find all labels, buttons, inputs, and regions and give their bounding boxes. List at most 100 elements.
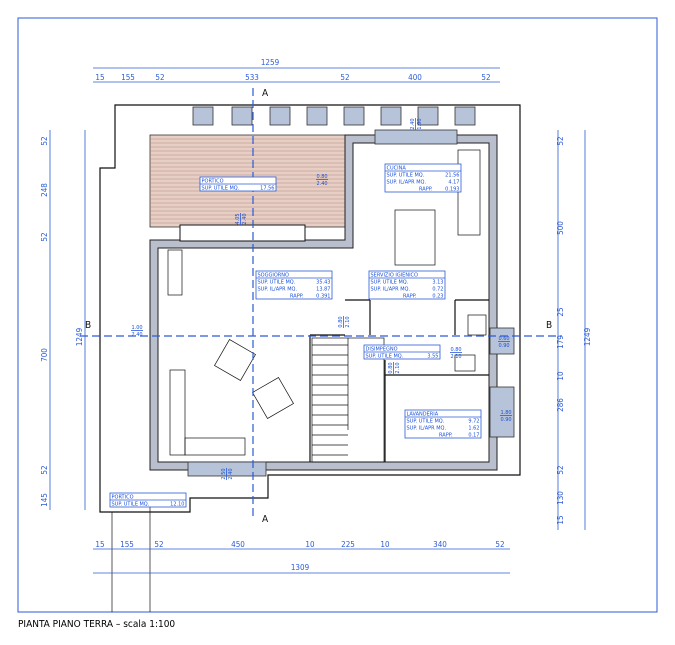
- room-field-value: 0.391: [316, 294, 330, 300]
- dimension-label: 52: [481, 73, 490, 82]
- dimension-label: 52: [495, 540, 504, 549]
- interior-walls: [309, 299, 489, 462]
- room-field-label: SUP. IL/APR MQ.: [407, 426, 447, 432]
- opening-width: 0.60: [498, 336, 509, 342]
- opening-height: 0.90: [498, 343, 509, 349]
- room-field-value: 12.10: [170, 502, 184, 508]
- room-field-label: SUP. IL/APR MQ.: [387, 180, 427, 186]
- dimension-label: 52: [340, 73, 349, 82]
- room-field-value: 3.13: [432, 280, 443, 286]
- drawing-frame: [17, 17, 658, 613]
- dimension-label: 52: [40, 136, 49, 145]
- opening-disimpegno-door: 0.802.10: [450, 347, 462, 360]
- dimension-label: 130: [556, 491, 565, 505]
- dimension-label: 52: [154, 540, 163, 549]
- dimension-label: 400: [408, 73, 422, 82]
- room-name: PORTICO: [112, 495, 134, 501]
- room-field-label: SUP. UTILE MQ.: [387, 173, 425, 179]
- dimension-label: 25: [556, 307, 565, 316]
- room-field-label: SUP. UTILE MQ.: [258, 280, 296, 286]
- room-field-value: 9.72: [468, 419, 479, 425]
- dimension-label: 10: [380, 540, 390, 549]
- room-field-value: 0.193: [445, 187, 459, 193]
- opening-height: 2.10: [450, 354, 461, 360]
- dimension-label: 533: [245, 73, 259, 82]
- opening-height: 1.90: [417, 118, 423, 129]
- room-field-value: 1.62: [468, 426, 479, 432]
- room-field-value: 0.17: [468, 433, 479, 439]
- opening-height: 2.40: [131, 332, 142, 338]
- opening-height: 0.90: [500, 417, 511, 423]
- opening-lav-window: 1.800.90: [500, 410, 512, 423]
- room-field-label: RAPP.: [290, 294, 304, 300]
- opening-height: 2.40: [242, 213, 248, 224]
- outer-wall: [149, 134, 498, 471]
- section-a-top: A: [262, 88, 269, 99]
- dimension-label: 10: [556, 371, 565, 381]
- dimension-label: 225: [341, 540, 355, 549]
- dimension-label: 286: [556, 398, 565, 412]
- room-field-label: SUP. UTILE MQ.: [202, 186, 240, 192]
- room-field-value: 13.87: [316, 287, 330, 293]
- room-name: DISIMPEGNO: [366, 347, 398, 353]
- room-field-label: RAPP.: [419, 187, 433, 193]
- opening-width: 0.80: [388, 362, 394, 373]
- staircase: [311, 337, 385, 463]
- room-name: SERVIZIO IGIENICO: [371, 273, 419, 279]
- living-window: [187, 461, 267, 477]
- room-name: LAVANDERIA: [407, 412, 439, 418]
- bathroom-window: [489, 327, 515, 355]
- dimension-label: 450: [231, 540, 245, 549]
- room-field-label: SUP. IL/APR MQ.: [258, 287, 298, 293]
- dimension-total: 1259: [261, 58, 280, 67]
- opening-width: 0.80: [338, 316, 344, 327]
- room-field-value: 17.56: [260, 186, 274, 192]
- room-field-value: 0.72: [432, 287, 443, 293]
- dimension-total: 1309: [291, 563, 310, 572]
- dimension-label: 155: [121, 73, 135, 82]
- dimension-label: 340: [433, 540, 447, 549]
- opening-width: 4.05: [235, 213, 241, 224]
- room-field-label: SUP. UTILE MQ.: [407, 419, 445, 425]
- room-field-value: 4.17: [448, 180, 459, 186]
- dimension-label: 15: [556, 515, 565, 524]
- furniture: [167, 149, 487, 456]
- opening-width: 0.80: [450, 347, 461, 353]
- opening-width: 2.50: [221, 468, 227, 479]
- dimension-label: 179: [556, 335, 565, 349]
- dimension-label: 52: [556, 465, 565, 474]
- dimension-label: 15: [95, 540, 104, 549]
- room-field-label: SUP. UTILE MQ.: [112, 502, 150, 508]
- dimension-label: 145: [40, 493, 49, 507]
- room-field-label: SUP. UTILE MQ.: [366, 354, 404, 360]
- opening-width: 2.40: [410, 118, 416, 129]
- laundry-window: [489, 386, 515, 438]
- section-b-right: B: [546, 320, 552, 331]
- top-paving-blocks: [192, 106, 476, 126]
- dimension-label: 248: [40, 183, 49, 197]
- section-a-bottom: A: [262, 514, 269, 525]
- dimension-total: 1249: [583, 327, 592, 346]
- room-field-label: SUP. UTILE MQ.: [371, 280, 409, 286]
- room-field-label: RAPP.: [403, 294, 417, 300]
- opening-height: 2.40: [228, 468, 234, 479]
- dimension-label: 700: [40, 348, 49, 362]
- room-field-value: 35.43: [316, 280, 330, 286]
- room-field-value: 3.55: [427, 354, 438, 360]
- room-name: CUCINA: [387, 166, 407, 172]
- dimension-label: 52: [155, 73, 164, 82]
- room-field-label: SUP. IL/APR MQ.: [371, 287, 411, 293]
- room-field-value: 0.23: [432, 294, 443, 300]
- dimension-total: 1249: [75, 327, 84, 346]
- dimension-label: 155: [120, 540, 134, 549]
- portico-glazing: [179, 224, 306, 242]
